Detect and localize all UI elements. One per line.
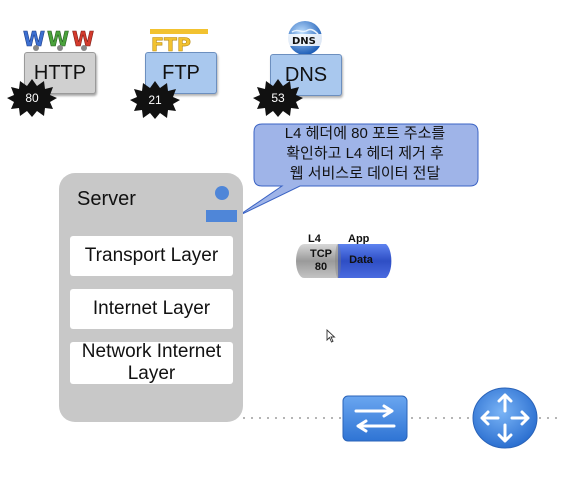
transport-layer: Transport Layer: [70, 236, 233, 276]
packet-capsule: [296, 244, 392, 278]
packet-header-label: L4: [308, 233, 321, 245]
starburst-icon: [130, 81, 180, 119]
callout-line: 확인하고 L4 헤더 제거 후: [286, 145, 444, 162]
svg-text:W: W: [72, 27, 94, 51]
http-label: HTTP: [33, 61, 87, 84]
svg-text:W: W: [47, 27, 69, 51]
network-internet-layer: Network Internet Layer: [70, 341, 233, 384]
dns-label: DNS: [284, 63, 328, 86]
svg-text:W: W: [23, 27, 45, 51]
port-badge-ftp: 21: [129, 80, 181, 120]
svg-text:FTP: FTP: [151, 34, 191, 54]
internet-layer: Internet Layer: [70, 289, 233, 329]
packet-app-label: App: [348, 233, 370, 245]
router-icon[interactable]: [472, 387, 540, 451]
port-badge-dns: 53: [252, 78, 304, 118]
internet-layer-label: Internet Layer: [92, 298, 211, 319]
dns-globe-icon: DNS: [282, 20, 328, 56]
dns-port-number: 53: [271, 91, 285, 105]
callout-line: 웹 서비스로 데이터 전달: [289, 165, 441, 182]
packet-data-label: Data: [349, 254, 373, 266]
ftp-label: FTP: [162, 61, 200, 84]
mouse-cursor-icon: [326, 329, 336, 343]
packet-tcp-port: 80: [314, 261, 328, 273]
svg-text:DNS: DNS: [292, 36, 316, 47]
callout-text: L4 헤더에 80 포트 주소를 확인하고 L4 헤더 제거 후 웹 서비스로 …: [252, 124, 478, 184]
starburst-icon: [253, 79, 303, 117]
server-title: Server: [77, 188, 136, 210]
port-badge-http: 80: [6, 78, 58, 118]
http-port-number: 80: [25, 91, 39, 105]
www-logo-icon: W W W: [22, 26, 98, 52]
user-icon: [206, 186, 237, 222]
packet-tcp-text: TCP: [310, 248, 332, 260]
transport-layer-label: Transport Layer: [84, 245, 219, 266]
ftp-logo-icon: FTP: [148, 28, 212, 56]
switch-icon[interactable]: [342, 395, 410, 443]
callout-line: L4 헤더에 80 포트 주소를: [284, 125, 446, 142]
ftp-port-number: 21: [148, 93, 162, 107]
packet-tcp-header: TCP 80: [306, 248, 336, 274]
starburst-icon: [7, 79, 57, 117]
network-internet-layer-label: Network Internet Layer: [81, 341, 222, 384]
